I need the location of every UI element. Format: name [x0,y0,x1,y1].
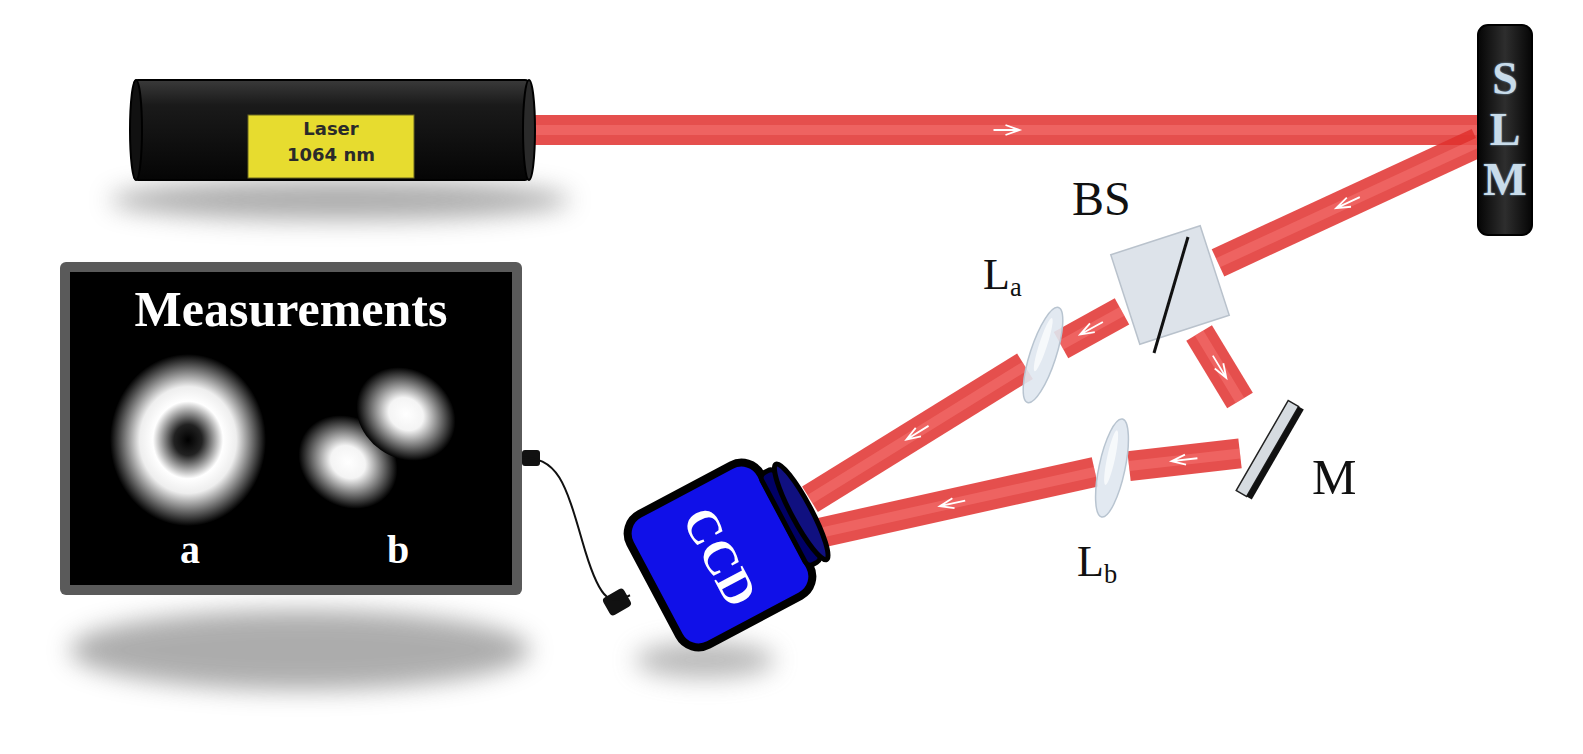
edge-group [1129,453,1240,466]
beam-highlight [1061,311,1122,345]
edge-group [1218,142,1478,262]
laser-beam [1061,311,1122,345]
caption-label: 1064 nm [287,146,375,164]
beam-arrow [940,498,965,508]
beam-highlight [535,125,1478,135]
lens: Lb [1095,418,1129,518]
edge-group [535,125,1478,135]
part-label: SLM [1482,54,1528,206]
part-label: Laser [303,120,358,138]
part-label: Measurements [135,284,448,334]
beam-splitter-outline [1122,237,1218,333]
caption-label: a [180,530,200,570]
spatial-light-modulator: SLM [1478,25,1532,235]
beam-highlight [1218,142,1478,262]
beam-highlight [1129,453,1240,466]
beam-arrow [1336,197,1360,208]
part-label: Lb [1077,540,1117,587]
mirror-outline [1240,400,1300,500]
edge-group [1199,333,1240,401]
part-label: M [1312,452,1356,502]
monitor-shadow [70,610,530,690]
laser-beam [810,472,1095,535]
beam-arrow [1080,322,1103,335]
beam-highlight [1199,333,1240,401]
laser-beam [535,115,1478,145]
beam-splitter: BS [1122,237,1218,333]
part-label: La [983,253,1022,300]
monitor: Measurements a b [60,262,522,595]
beam-arrow [1172,455,1198,465]
part-label: BS [1072,175,1131,223]
ccd-camera: CCD [630,465,810,645]
beam-arrow [906,426,928,440]
laser-beam [1218,142,1478,262]
lens-outline [1095,418,1129,518]
lens-outline [1025,305,1061,405]
laser-beam [1129,453,1240,466]
caption-label: b [387,530,409,570]
beam-arrow [994,125,1020,135]
laser-shadow [110,180,570,220]
beam-highlight [810,472,1095,535]
lens: La [1025,305,1061,405]
cable-plug [602,587,633,616]
mirror: M [1240,400,1300,500]
edge-group [1061,311,1122,345]
edge-group [522,457,630,600]
laser-beam [1199,333,1240,401]
beam-arrow [1213,356,1226,378]
edge-group [810,472,1095,535]
laser-source: Laser 1064 nm [130,78,535,182]
camera-cable [522,457,630,600]
